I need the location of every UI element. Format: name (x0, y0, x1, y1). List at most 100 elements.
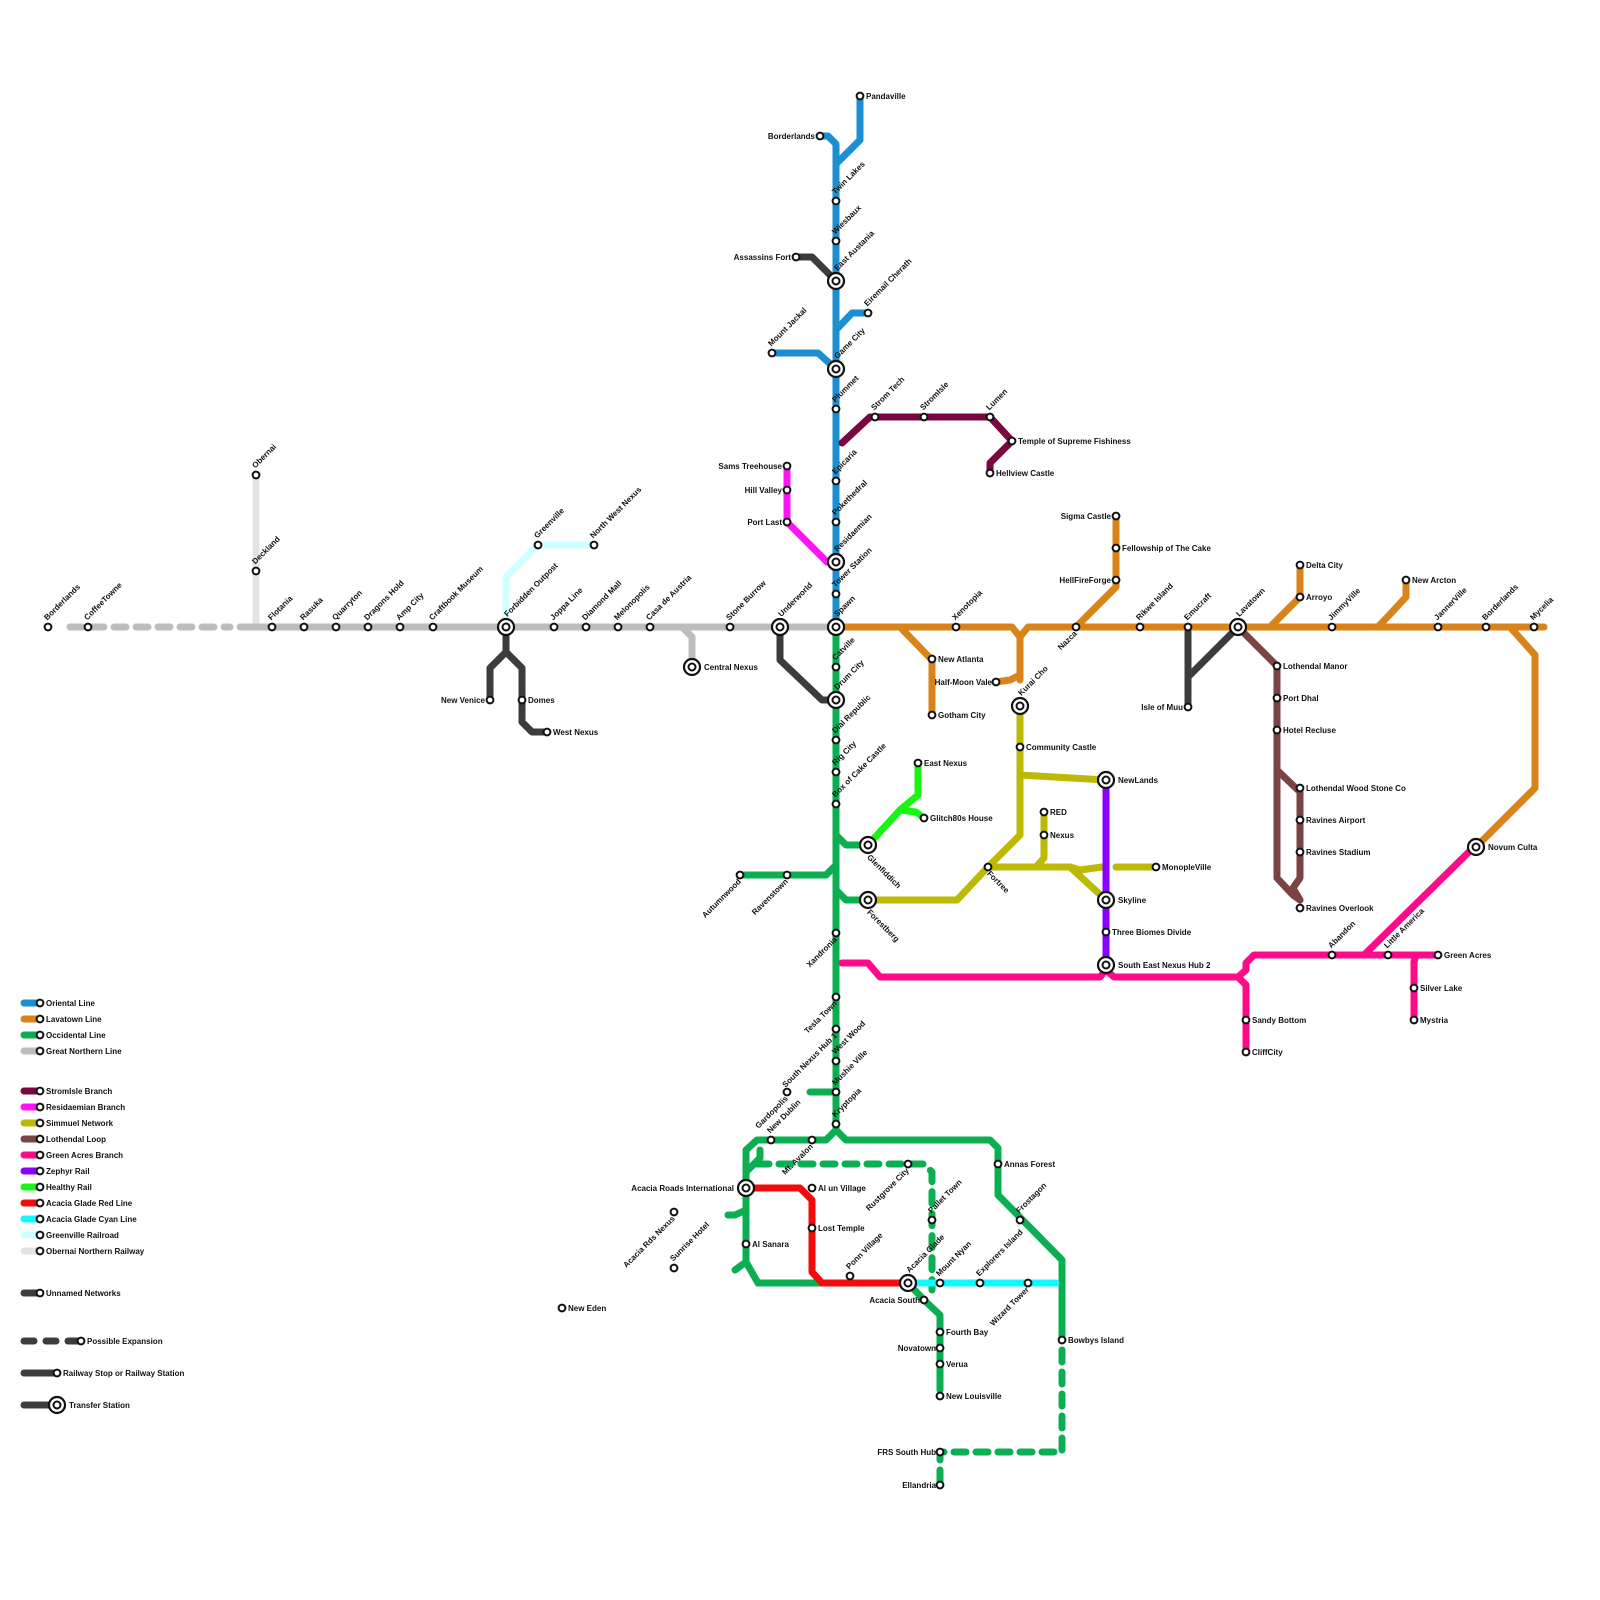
legend-stop-greenacres (35, 1150, 45, 1160)
station-label-pandaville: Pandaville (866, 92, 906, 101)
station-eastnexus (913, 758, 923, 768)
legend-label-stromisle: StromIsle Branch (46, 1087, 112, 1096)
station-label-frssouth: FRS South Hub (877, 1448, 936, 1457)
legend-label-greatnorthern: Great Northern Line (46, 1047, 122, 1056)
transfer-station-core-forestberg (863, 895, 873, 905)
station-fortree (983, 862, 993, 872)
transfer-station-core-centralnexus (687, 662, 697, 672)
station-alunvillage (807, 1183, 817, 1193)
station-newdublin (766, 1135, 776, 1145)
station-label-rasuka: Rasuka (298, 595, 325, 622)
station-label-abandon: Abandon (1326, 919, 1357, 950)
unnamed-track-6 (502, 648, 551, 736)
station-samstree (782, 461, 792, 471)
station-community (1015, 742, 1025, 752)
station-label-fortree: Fortree (985, 869, 1011, 895)
legend-label-stop: Railway Stop or Railway Station (63, 1369, 184, 1378)
station-label-threebiomes: Three Biomes Divide (1112, 928, 1192, 937)
station-label-explorers: Explorers Island (974, 1228, 1024, 1278)
legend-stop-greenville (35, 1230, 45, 1240)
station-label-isleofmuu: Isle of Muu (1141, 703, 1183, 712)
station-bowbys (1057, 1335, 1067, 1345)
station-label-mycelia: Mycelia (1528, 595, 1555, 622)
station-label-newlouisville: New Louisville (946, 1392, 1002, 1401)
legend-stop-acaciacyan (35, 1214, 45, 1224)
station-glitch (919, 813, 929, 823)
station-gardopolis (782, 1087, 792, 1097)
greenville-track-1 (502, 541, 598, 631)
unnamed-track-8 (792, 253, 840, 285)
occidental-track-23 (742, 1146, 764, 1176)
station-melonopolis (613, 622, 623, 632)
station-acaciasouth (919, 1295, 929, 1305)
station-novatown (935, 1343, 945, 1353)
station-quarryton (331, 622, 341, 632)
station-neweden (557, 1303, 567, 1313)
station-label-craftbook: Craftbook Museum (427, 564, 485, 622)
station-label-acaciardsnexus: Acacia Rds Nexus (621, 1214, 677, 1270)
transfer-station-core-underworld (775, 622, 785, 632)
legend-stop-simmuel (35, 1118, 45, 1128)
legend-label-greenacres: Green Acres Branch (46, 1151, 123, 1160)
station-label-mystria: Mystria (1420, 1016, 1449, 1025)
station-deltacity (1295, 560, 1305, 570)
station-label-fourthbay: Fourth Bay (946, 1328, 989, 1337)
station-halfmoon (991, 677, 1001, 687)
legend-stop-greatnorthern (35, 1046, 45, 1056)
station-label-lostcastle: Lost Temple (818, 1224, 865, 1233)
legend-label-occidental: Occidental Line (46, 1031, 106, 1040)
station-frssouth (935, 1447, 945, 1457)
station-acaciardsnexus (669, 1207, 679, 1217)
station-ampcity (395, 622, 405, 632)
station-annasforest (993, 1159, 1003, 1169)
transfer-station-core-novumculta (1471, 842, 1481, 852)
station-craftbook (428, 622, 438, 632)
legend-stop-lothendal (35, 1134, 45, 1144)
station-sandybottom (1241, 1015, 1251, 1025)
station-jimmyville (1327, 622, 1337, 632)
station-ellandria (935, 1480, 945, 1490)
oriental-track-13 (832, 309, 872, 334)
station-lothendalmanor (1272, 661, 1282, 671)
station-twinlakes (831, 196, 841, 206)
station-sunrise (669, 1263, 679, 1273)
station-fellowship (1111, 543, 1121, 553)
station-silverlake (1409, 983, 1419, 993)
residaemian-track-16 (783, 462, 840, 566)
legend-stop-expansion (76, 1336, 86, 1346)
station-catville (831, 662, 841, 672)
station-label-cliffcity: CliffCity (1252, 1048, 1283, 1057)
station-label-halfmoon: Half-Moon Vale (935, 678, 993, 687)
simmuel-track-44 (1066, 863, 1106, 874)
station-westwood (831, 1056, 841, 1066)
station-deckland (251, 566, 261, 576)
legend-label-transfer: Transfer Station (69, 1401, 130, 1410)
station-label-nexus: Nexus (1050, 831, 1075, 840)
station-label-glenfiddich: Glenfiddich (865, 853, 903, 891)
station-mountnyan (935, 1278, 945, 1288)
station-rasuka (299, 622, 309, 632)
station-label-eiremail: Eiremail Cherath (862, 257, 913, 308)
station-coffeetowne (83, 622, 93, 632)
oriental-track-12 (816, 132, 840, 168)
station-label-obernai: Obernai (250, 442, 278, 470)
station-towerstation (831, 589, 841, 599)
unnamed-track-10 (1184, 623, 1242, 711)
transfer-station-core-newlands (1101, 775, 1111, 785)
station-hellfire (1111, 575, 1121, 585)
station-label-mtavalon: Mt. Avalon (780, 1142, 815, 1177)
station-label-domes: Domes (528, 696, 555, 705)
station-newatlanta (927, 654, 937, 664)
station-snhub1 (831, 1024, 841, 1034)
station-label-westnexus: West Nexus (553, 728, 599, 737)
station-ravenstown (782, 870, 792, 880)
legend-stop-acaciared (35, 1198, 45, 1208)
stations (43, 91, 1539, 1490)
legend-label-unnamed: Unnamed Networks (46, 1289, 121, 1298)
station-label-lothendalmanor: Lothendal Manor (1283, 662, 1347, 671)
station-label-ellandria: Ellandria (902, 1481, 936, 1490)
station-threebiomes (1101, 927, 1111, 937)
station-abandon (1327, 950, 1337, 960)
station-frostagon (1015, 1215, 1025, 1225)
station-wiesbaux (831, 236, 841, 246)
